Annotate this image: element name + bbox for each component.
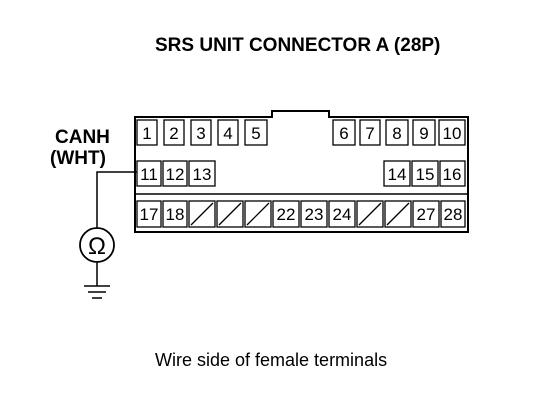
ohmmeter-icon: Ω (79, 227, 115, 263)
terminal-26-unused (384, 200, 412, 228)
terminal-label: 18 (166, 205, 185, 224)
terminal-label: 22 (277, 205, 296, 224)
terminal-18[interactable]: 18 (162, 200, 188, 228)
terminal-label: 4 (223, 124, 232, 143)
wire-label-color: (WHT) (50, 148, 106, 169)
terminal-label: 17 (140, 205, 159, 224)
terminal-11[interactable]: 11 (136, 160, 162, 187)
terminal-24[interactable]: 24 (328, 200, 356, 228)
terminal-label: 7 (365, 124, 374, 143)
terminal-label: 15 (416, 165, 435, 184)
terminal-label: 12 (166, 165, 185, 184)
terminal-label: 14 (388, 165, 407, 184)
terminal-row-2: 11 12 13 14 15 16 (136, 160, 466, 187)
terminal-28[interactable]: 28 (440, 200, 466, 228)
terminal-2[interactable]: 2 (163, 119, 185, 146)
terminal-label: 11 (140, 165, 158, 184)
terminal-4[interactable]: 4 (217, 119, 239, 146)
terminal-10[interactable]: 10 (438, 119, 466, 146)
terminal-label: 28 (444, 205, 463, 224)
terminal-label: 13 (193, 165, 212, 184)
terminal-1[interactable]: 1 (136, 119, 158, 146)
terminal-label: 6 (339, 124, 348, 143)
terminal-label: 9 (419, 124, 428, 143)
terminal-label: 10 (443, 124, 462, 143)
terminal-13[interactable]: 13 (188, 160, 216, 187)
terminal-5[interactable]: 5 (244, 119, 268, 146)
terminal-25-unused (356, 200, 384, 228)
diagram-title: SRS UNIT CONNECTOR A (28P) (155, 35, 440, 56)
terminal-19-unused (188, 200, 216, 228)
terminal-label: 3 (196, 124, 205, 143)
terminal-label: 5 (251, 124, 260, 143)
ground-icon (84, 285, 110, 299)
terminal-label: 1 (142, 124, 151, 143)
terminal-16[interactable]: 16 (439, 160, 466, 187)
terminal-12[interactable]: 12 (162, 160, 188, 187)
terminal-23[interactable]: 23 (300, 200, 328, 228)
terminal-15[interactable]: 15 (411, 160, 439, 187)
terminal-label: 27 (417, 205, 436, 224)
terminal-22[interactable]: 22 (272, 200, 300, 228)
terminal-6[interactable]: 6 (332, 119, 356, 146)
terminal-label: 16 (443, 165, 462, 184)
test-lead-wire (96, 171, 137, 228)
terminal-row-3: 17 18 22 23 24 27 28 (136, 200, 466, 228)
terminal-3[interactable]: 3 (190, 119, 212, 146)
ohm-symbol: Ω (88, 233, 106, 260)
terminal-label: 8 (392, 124, 401, 143)
wire-label-name: CANH (55, 127, 110, 148)
terminal-20-unused (216, 200, 244, 228)
terminal-9[interactable]: 9 (412, 119, 436, 146)
connector-housing (134, 110, 469, 233)
diagram-caption: Wire side of female terminals (155, 350, 387, 370)
terminal-label: 24 (333, 205, 352, 224)
terminal-label: 23 (305, 205, 324, 224)
terminal-21-unused (244, 200, 272, 228)
terminal-row-1: 1 2 3 4 5 6 7 8 9 10 (136, 119, 466, 146)
terminal-7[interactable]: 7 (359, 119, 381, 146)
terminal-label: 2 (169, 124, 178, 143)
terminal-27[interactable]: 27 (412, 200, 440, 228)
terminal-17[interactable]: 17 (136, 200, 162, 228)
terminal-14[interactable]: 14 (383, 160, 411, 187)
terminal-8[interactable]: 8 (385, 119, 409, 146)
